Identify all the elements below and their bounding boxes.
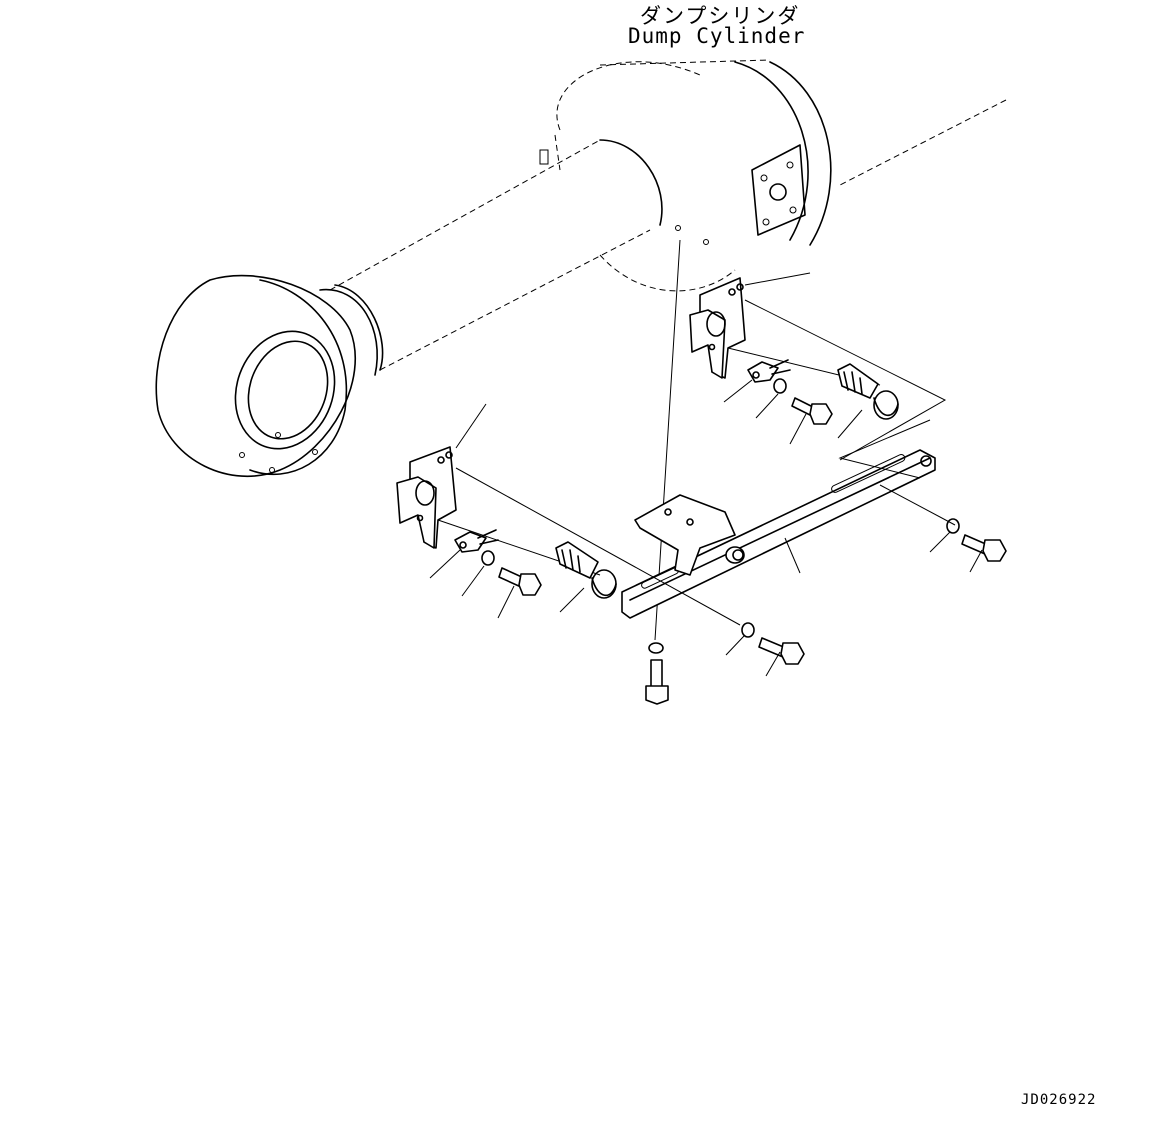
title-english: Dump Cylinder bbox=[628, 24, 806, 48]
leader-bar bbox=[784, 537, 801, 574]
cylinder-rod-end bbox=[599, 139, 663, 226]
sensor-group-lower bbox=[396, 403, 741, 626]
proximity-sensor-icon bbox=[837, 363, 899, 420]
cylinder-bottom-arc bbox=[599, 254, 736, 292]
bolt-icon bbox=[645, 659, 669, 705]
slotted-mounting-bar-icon bbox=[621, 449, 936, 619]
rod-eye-bore bbox=[234, 330, 336, 450]
sensor-group-upper bbox=[689, 272, 947, 461]
title-japanese: ダンプシリンダ bbox=[640, 4, 801, 28]
drawing-code: JD026922 bbox=[1021, 1092, 1097, 1108]
proximity-sensor-icon bbox=[555, 541, 617, 599]
clamp-icon bbox=[747, 359, 791, 383]
washer-icon bbox=[648, 642, 664, 654]
clamp-icon bbox=[454, 529, 499, 553]
cylinder-port bbox=[539, 149, 549, 165]
leader-bracket-lower bbox=[455, 403, 487, 449]
bolt-icon bbox=[758, 637, 805, 665]
bolt-icon bbox=[791, 397, 833, 425]
cylinder-rod-bottom bbox=[379, 229, 651, 371]
washer-icon bbox=[481, 550, 495, 566]
washer-icon bbox=[741, 622, 755, 638]
rod-eye-outer bbox=[155, 274, 356, 478]
bolt-icon bbox=[498, 567, 542, 596]
cylinder-top-edge bbox=[599, 59, 771, 66]
leader-bracket-upper bbox=[744, 272, 811, 286]
cylinder-tube-front bbox=[734, 61, 809, 241]
bolt-icon bbox=[961, 534, 1007, 562]
cylinder-rod-top bbox=[329, 139, 601, 291]
cylinder-rear-arc bbox=[556, 61, 701, 131]
cylinder-centerline bbox=[839, 99, 1007, 186]
assembly-line-center bbox=[654, 239, 681, 641]
washer-icon bbox=[773, 378, 787, 394]
sensor-bracket-icon bbox=[689, 277, 746, 379]
sensor-bracket-icon bbox=[396, 446, 457, 549]
washer-icon bbox=[946, 518, 960, 534]
cylinder-flange bbox=[751, 144, 806, 236]
dump-cylinder-icon bbox=[155, 59, 1007, 478]
rod-collar bbox=[319, 288, 378, 376]
